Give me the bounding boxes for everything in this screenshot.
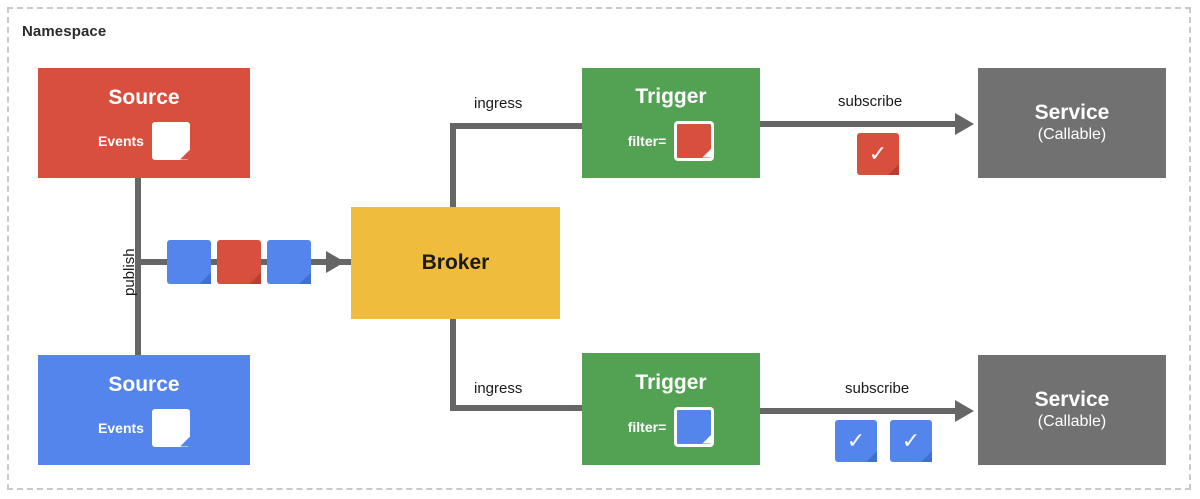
check-icon: ✓	[868, 141, 888, 166]
filter-event-body	[677, 123, 712, 158]
event-card-fold	[921, 451, 932, 462]
trigger-top-filter-row: filter=	[627, 120, 715, 161]
ingress-bottom-vertical	[450, 316, 456, 411]
namespace-label: Namespace	[22, 23, 107, 40]
node-broker[interactable]: Broker	[351, 207, 560, 319]
ingress-top-horizontal	[450, 123, 585, 129]
event-card-fold	[702, 434, 712, 444]
check-icon: ✓	[846, 428, 866, 453]
source-blue-events-row: Events	[98, 408, 190, 447]
subscribe-top-label: subscribe	[838, 93, 903, 110]
node-service-top[interactable]: Service (Callable)	[978, 68, 1166, 178]
source-red-events-row: Events	[98, 121, 190, 160]
trigger-bottom-filter-row: filter=	[627, 406, 715, 447]
ingress-bottom-label: ingress	[474, 380, 523, 397]
publish-label: publish	[121, 248, 138, 296]
event-card-body	[151, 121, 190, 160]
subscribe-bottom-label: subscribe	[845, 380, 910, 397]
node-trigger-bottom[interactable]: Trigger filter=	[582, 353, 760, 465]
trigger-top-title: Trigger	[635, 85, 707, 109]
ingress-top-label: ingress	[474, 95, 523, 112]
source-blue-title: Source	[108, 373, 180, 397]
source-red-events-label: Events	[98, 132, 144, 149]
filter-event-icon	[674, 120, 715, 161]
event-card-fold	[299, 272, 311, 284]
check-icon: ✓	[901, 428, 921, 453]
event-card-icon	[857, 133, 899, 175]
event-card-fold	[888, 164, 899, 175]
node-service-bottom[interactable]: Service (Callable)	[978, 355, 1166, 465]
delivered-event-bottom-1: ✓	[835, 420, 877, 462]
node-source-blue[interactable]: Source Events	[38, 355, 250, 465]
filter-event-icon	[674, 406, 715, 447]
event-card-icon	[267, 240, 311, 284]
node-trigger-top[interactable]: Trigger filter=	[582, 68, 760, 178]
broker-title: Broker	[421, 251, 490, 275]
event-card-fold	[249, 272, 261, 284]
stream-event-1	[167, 240, 211, 284]
service-top-title: Service	[1034, 101, 1110, 125]
event-card-icon	[151, 408, 190, 447]
namespace-boundary	[7, 7, 1191, 490]
event-card-icon	[890, 420, 932, 462]
source-blue-events-label: Events	[98, 419, 144, 436]
service-bottom-subtitle: (Callable)	[1037, 413, 1107, 431]
ingress-bottom-horizontal	[450, 405, 585, 411]
publish-arrowhead	[326, 251, 345, 273]
event-card-fold	[866, 451, 877, 462]
stream-event-3	[267, 240, 311, 284]
publish-trunk-line	[135, 178, 141, 358]
event-card-icon	[167, 240, 211, 284]
subscribe-top-line	[760, 121, 955, 127]
filter-event-body	[677, 409, 712, 444]
trigger-bottom-title: Trigger	[635, 371, 707, 395]
event-card-fold	[702, 148, 712, 158]
subscribe-top-arrowhead	[955, 113, 974, 135]
subscribe-bottom-arrowhead	[955, 400, 974, 422]
event-card-fold	[180, 436, 190, 447]
service-bottom-title: Service	[1034, 388, 1110, 412]
delivered-event-bottom-2: ✓	[890, 420, 932, 462]
source-red-title: Source	[108, 86, 180, 110]
service-top-subtitle: (Callable)	[1037, 126, 1107, 144]
event-card-icon	[151, 121, 190, 160]
event-card-fold	[199, 272, 211, 284]
trigger-bottom-filter-label: filter=	[627, 418, 667, 435]
trigger-top-filter-label: filter=	[627, 132, 667, 149]
subscribe-bottom-line	[760, 408, 955, 414]
node-source-red[interactable]: Source Events	[38, 68, 250, 178]
event-card-body	[151, 408, 190, 447]
delivered-event-top-1: ✓	[857, 133, 899, 175]
stream-event-2	[217, 240, 261, 284]
event-card-icon	[835, 420, 877, 462]
ingress-top-vertical	[450, 123, 456, 211]
event-card-fold	[180, 149, 190, 160]
event-card-icon	[217, 240, 261, 284]
